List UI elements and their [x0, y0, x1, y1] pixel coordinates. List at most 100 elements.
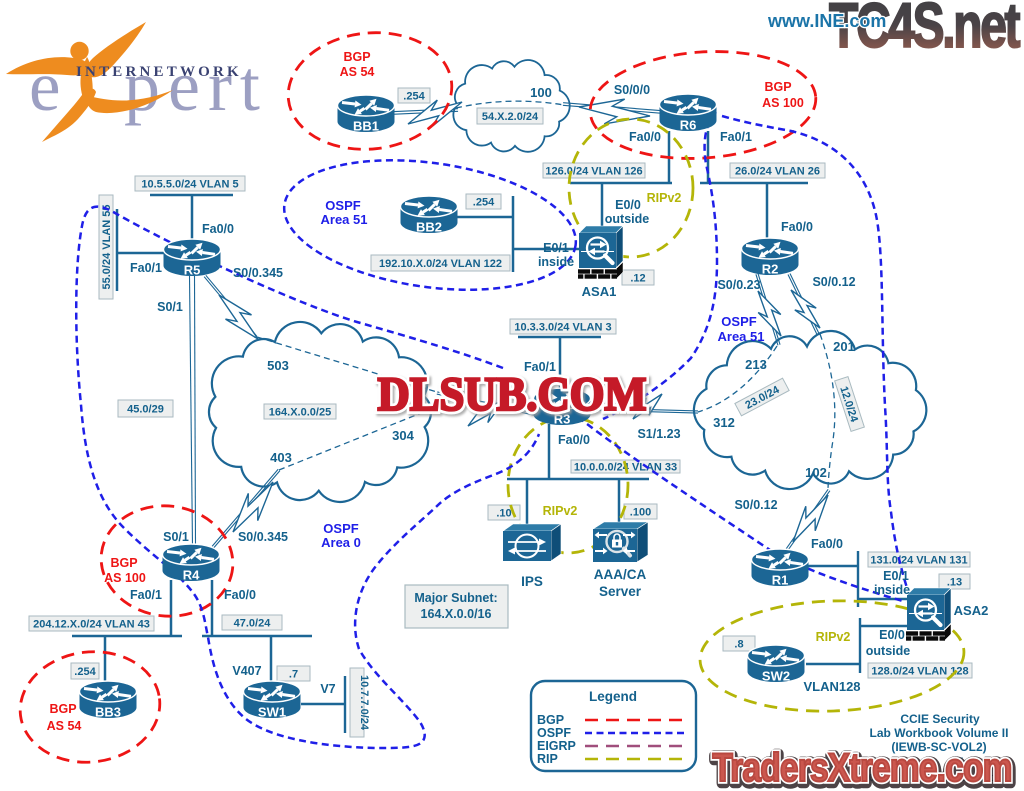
svg-text:BB1: BB1: [353, 119, 379, 134]
svg-text:AS 100: AS 100: [104, 571, 146, 585]
svg-text:192.10.X.0/24 VLAN 122: 192.10.X.0/24 VLAN 122: [379, 258, 502, 270]
svg-text:.100: .100: [630, 506, 651, 518]
svg-text:45.0/29: 45.0/29: [127, 403, 164, 415]
svg-text:131.0/24 VLAN 131: 131.0/24 VLAN 131: [870, 554, 967, 566]
svg-text:pert: pert: [124, 46, 268, 126]
svg-text:Fa0/1: Fa0/1: [524, 360, 556, 374]
svg-text:S0/0.12: S0/0.12: [812, 275, 855, 289]
svg-text:AS 54: AS 54: [340, 65, 375, 79]
svg-text:BGP: BGP: [537, 713, 564, 727]
svg-text:403: 403: [270, 450, 292, 465]
svg-text:CCIE Security: CCIE Security: [900, 712, 980, 726]
svg-text:VLAN128: VLAN128: [803, 679, 860, 694]
svg-text:Area 0: Area 0: [321, 535, 361, 550]
svg-text:OSPF: OSPF: [721, 314, 756, 329]
svg-text:SW1: SW1: [258, 705, 286, 720]
svg-text:Fa0/1: Fa0/1: [130, 261, 162, 275]
svg-text:164.X.0.0/16: 164.X.0.0/16: [421, 607, 492, 621]
svg-text:E0/1: E0/1: [543, 241, 569, 255]
svg-text:Major Subnet:: Major Subnet:: [414, 591, 497, 605]
svg-text:R1: R1: [772, 573, 789, 588]
svg-text:inside: inside: [874, 583, 910, 597]
svg-text:TC4S.net: TC4S.net: [829, 0, 1020, 61]
svg-text:©2008 Internetwork Expert: ©2008 Internetwork Expert: [855, 772, 994, 784]
svg-text:OSPF: OSPF: [537, 726, 571, 740]
svg-text:Legend: Legend: [589, 689, 637, 704]
svg-text:R2: R2: [762, 262, 779, 277]
svg-text:ASA1: ASA1: [582, 284, 617, 299]
svg-text:126.0/24 VLAN 126: 126.0/24 VLAN 126: [545, 165, 642, 177]
svg-text:Fa0/0: Fa0/0: [558, 433, 590, 447]
svg-text:Area 51: Area 51: [718, 329, 765, 344]
svg-text:S0/0.23: S0/0.23: [717, 278, 760, 292]
svg-text:S0/1: S0/1: [157, 300, 183, 314]
svg-text:.254: .254: [473, 196, 495, 208]
svg-text:BGP: BGP: [343, 50, 370, 64]
svg-text:312: 312: [713, 415, 735, 430]
svg-text:R5: R5: [184, 263, 201, 278]
svg-text:128.0/24 VLAN 128: 128.0/24 VLAN 128: [871, 665, 968, 677]
svg-text:TC4S.net: TC4S.net: [829, 0, 1020, 61]
svg-text:RIPv2: RIPv2: [647, 191, 682, 205]
svg-text:201: 201: [833, 339, 855, 354]
svg-text:S0/1: S0/1: [163, 530, 189, 544]
svg-text:BGP: BGP: [49, 702, 76, 716]
svg-text:26.0/24 VLAN 26: 26.0/24 VLAN 26: [735, 165, 820, 177]
svg-text:OSPF: OSPF: [323, 521, 358, 536]
svg-text:100: 100: [530, 85, 552, 100]
svg-text:R6: R6: [680, 118, 697, 133]
svg-text:INTERNETWORK: INTERNETWORK: [76, 64, 242, 80]
svg-text:S0/0.345: S0/0.345: [233, 266, 283, 280]
svg-text:BGP: BGP: [764, 80, 791, 94]
svg-text:Area 51: Area 51: [321, 212, 368, 227]
svg-text:47.0/24: 47.0/24: [234, 617, 272, 629]
svg-text:.254: .254: [403, 90, 425, 102]
svg-text:102: 102: [805, 465, 827, 480]
svg-text:10.7.7.0/24: 10.7.7.0/24: [358, 675, 370, 731]
svg-text:204.12.X.0/24 VLAN 43: 204.12.X.0/24 VLAN 43: [33, 618, 150, 630]
svg-text:Fa0/1: Fa0/1: [720, 130, 752, 144]
svg-text:Fa0/1: Fa0/1: [130, 588, 162, 602]
svg-text:E0/0: E0/0: [615, 198, 641, 212]
svg-text:BB3: BB3: [95, 705, 121, 720]
svg-text:10.5.5.0/24 VLAN 5: 10.5.5.0/24 VLAN 5: [141, 178, 238, 190]
svg-text:S0/0/0: S0/0/0: [614, 83, 650, 97]
svg-text:www.INE.com: www.INE.com: [767, 11, 886, 31]
svg-text:(IEWB-SC-VOL2): (IEWB-SC-VOL2): [891, 740, 986, 754]
svg-text:.12: .12: [630, 272, 645, 284]
svg-text:Server: Server: [599, 584, 642, 599]
svg-text:AAA/CA: AAA/CA: [594, 567, 647, 582]
svg-text:55.0/24 VLAN 55: 55.0/24 VLAN 55: [101, 205, 113, 290]
svg-text:V7: V7: [320, 682, 335, 696]
svg-text:Fa0/0: Fa0/0: [224, 588, 256, 602]
svg-text:Lab Workbook Volume II: Lab Workbook Volume II: [870, 726, 1009, 740]
svg-text:Fa0/0: Fa0/0: [781, 220, 813, 234]
svg-text:S1/1.23: S1/1.23: [637, 427, 680, 441]
svg-text:V407: V407: [232, 664, 261, 678]
svg-text:5.0: 5.0: [957, 756, 972, 768]
svg-text:R4: R4: [183, 568, 200, 583]
svg-text:TradersXtreme.com: TradersXtreme.com: [712, 745, 1011, 789]
svg-text:Fa0/0: Fa0/0: [629, 130, 661, 144]
svg-text:.8: .8: [734, 638, 743, 650]
svg-text:.254: .254: [74, 666, 96, 678]
svg-text:OSPF: OSPF: [325, 198, 360, 213]
svg-text:RIP: RIP: [537, 752, 558, 766]
svg-text:DLSUB.COM: DLSUB.COM: [377, 369, 646, 422]
svg-text:.10: .10: [496, 507, 511, 519]
svg-text:TradersXtreme.com: TradersXtreme.com: [713, 747, 1012, 791]
svg-text:RIPv2: RIPv2: [543, 504, 578, 518]
svg-text:.7: .7: [289, 668, 298, 680]
svg-text:SW2: SW2: [762, 669, 790, 684]
svg-text:E0/0: E0/0: [879, 628, 905, 642]
svg-text:AS 54: AS 54: [47, 719, 82, 733]
svg-text:inside: inside: [538, 255, 574, 269]
svg-text:BB2: BB2: [416, 220, 442, 235]
svg-text:outside: outside: [866, 644, 910, 658]
svg-text:R3: R3: [554, 412, 571, 427]
svg-text:outside: outside: [605, 212, 649, 226]
svg-text:ASA2: ASA2: [954, 603, 989, 618]
svg-text:10.3.3.0/24 VLAN 3: 10.3.3.0/24 VLAN 3: [514, 321, 611, 333]
svg-text:54.X.2.0/24: 54.X.2.0/24: [482, 111, 539, 123]
svg-text:Fa0/0: Fa0/0: [811, 537, 843, 551]
